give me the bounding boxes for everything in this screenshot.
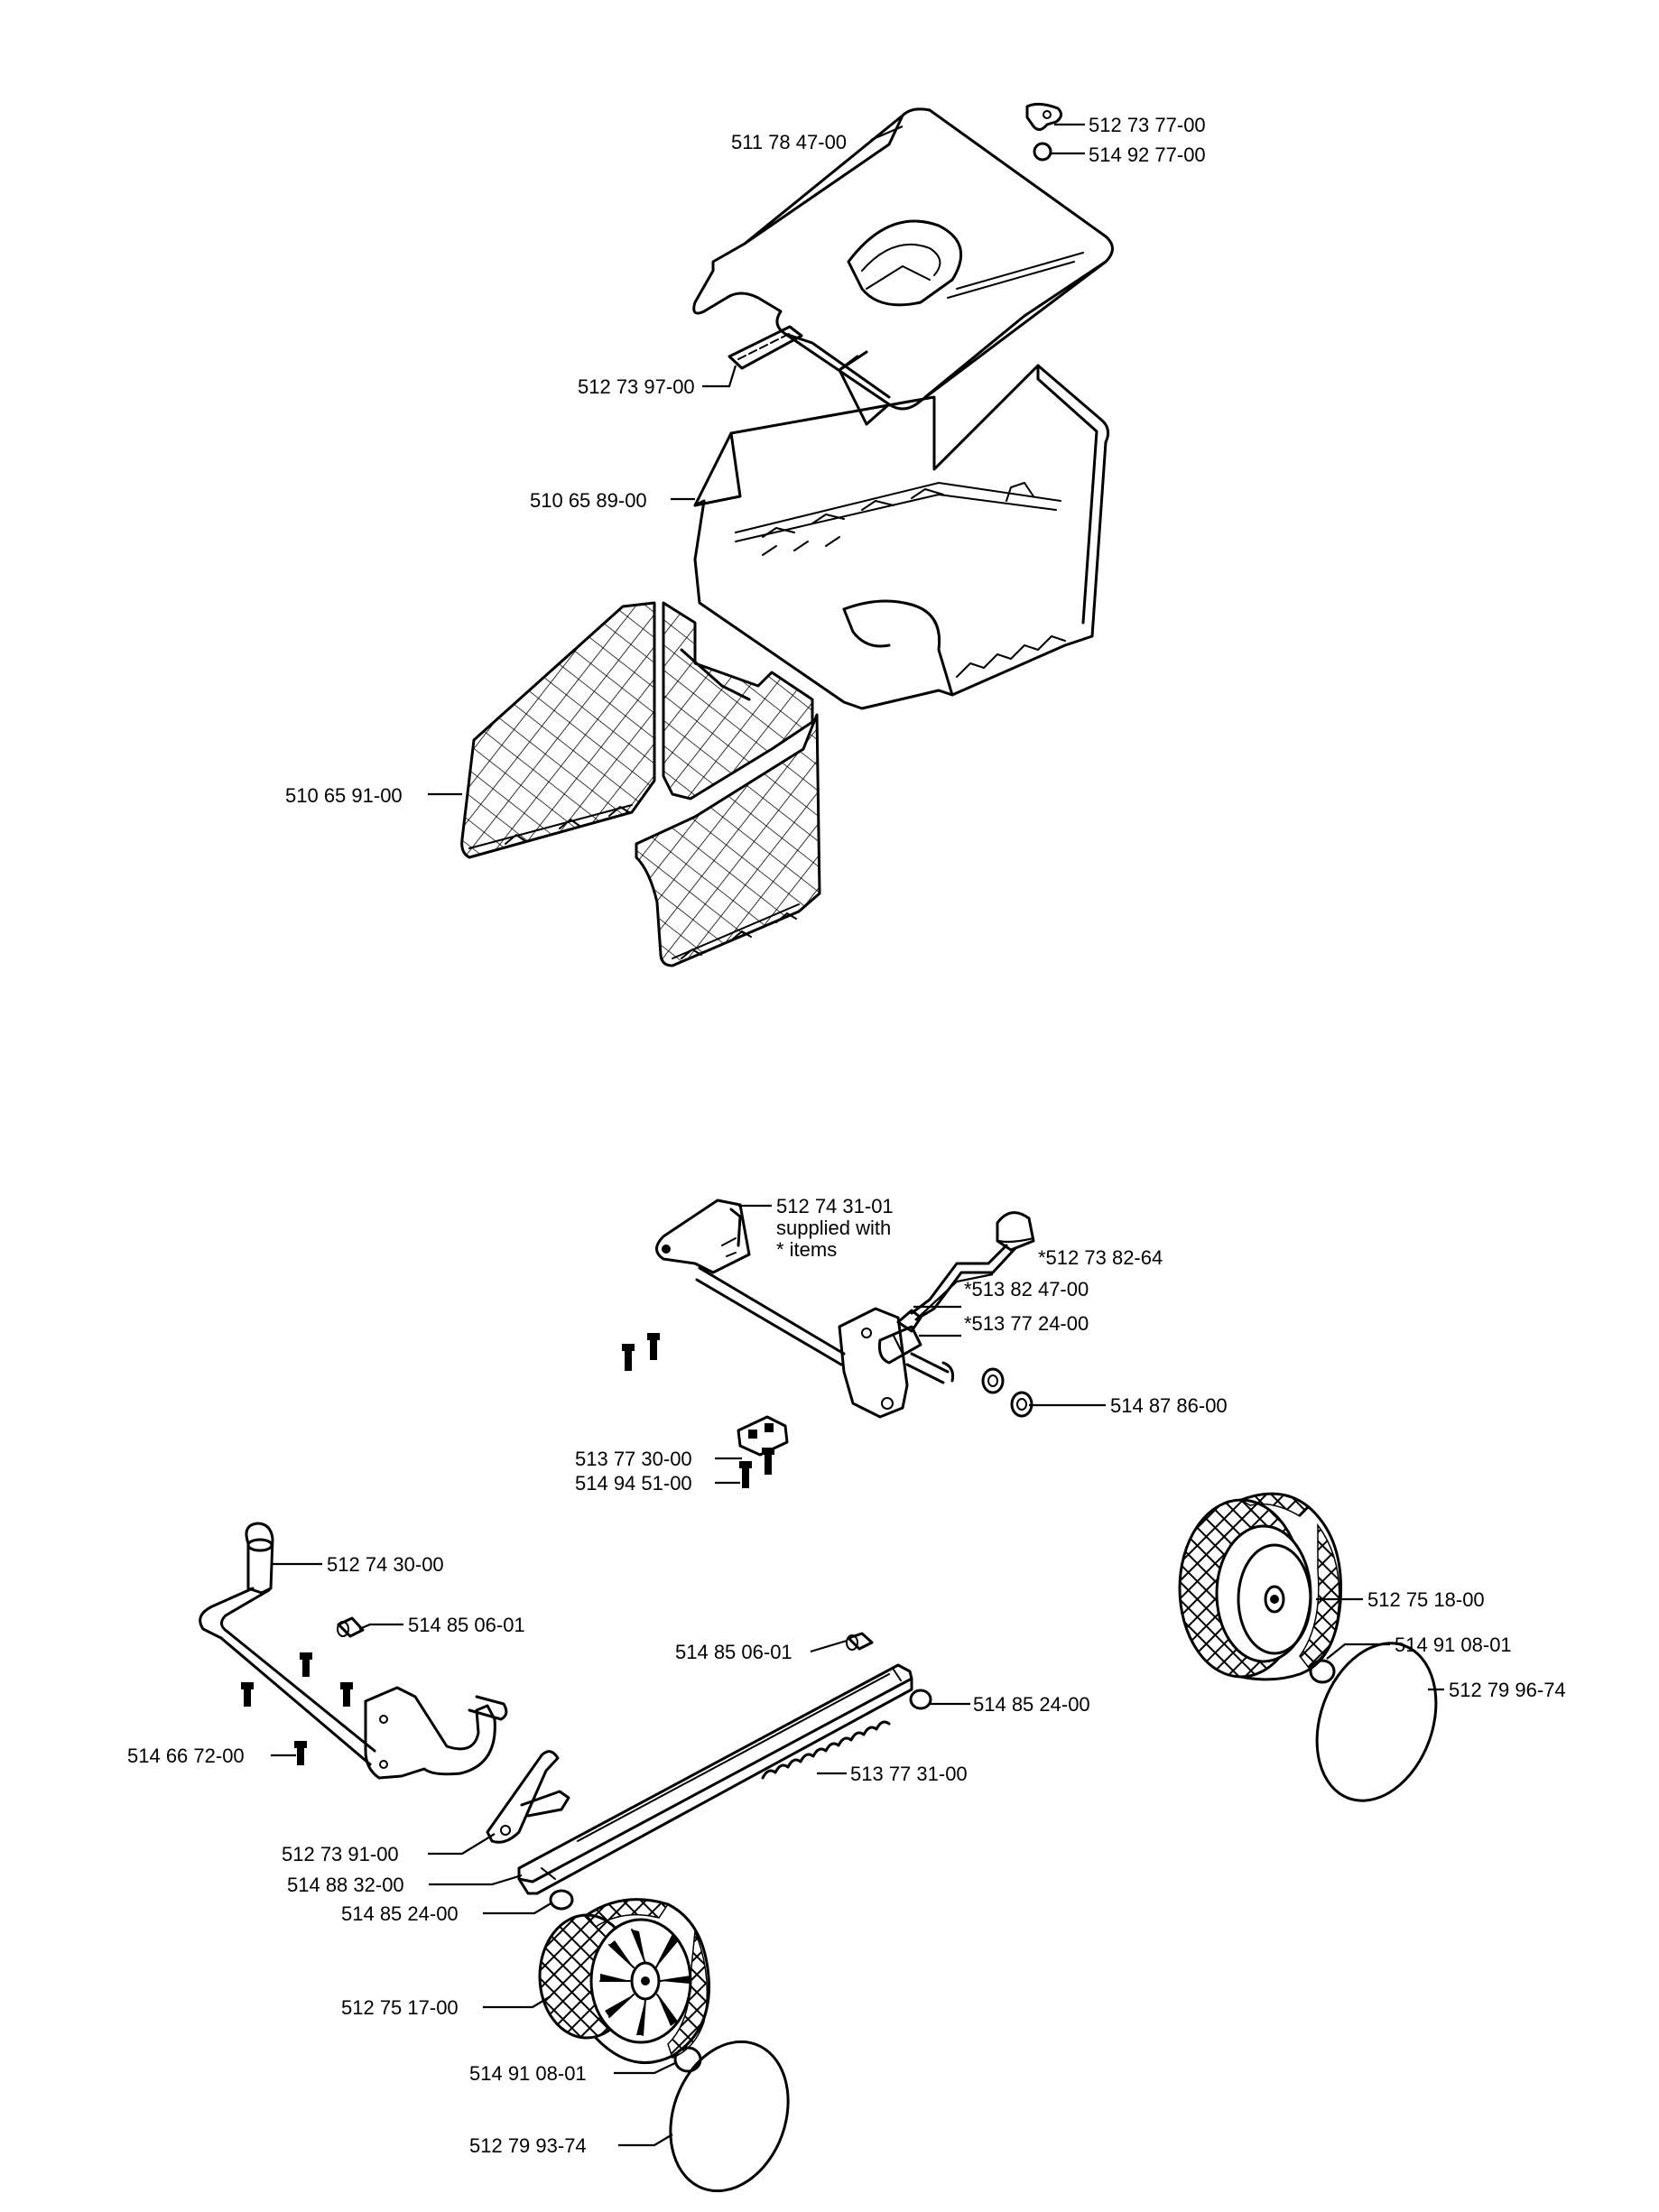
label-lever: *512 73 82-64 (1038, 1246, 1163, 1269)
rear-axle-assembly-drawing (655, 1199, 954, 1419)
label-screw-pair: 514 94 51-00 (575, 1472, 692, 1495)
label-latch: 512 73 97-00 (578, 375, 695, 398)
front-wheel-drawing (538, 1898, 710, 2065)
screw-pair-drawing (739, 1448, 774, 1488)
label-rear-axle-assembly: 512 74 31-01 (776, 1195, 894, 1217)
label-rail: 514 88 32-00 (287, 1874, 404, 1896)
clip-drawing (1025, 102, 1062, 131)
axle-arm-drawing (199, 1522, 508, 1780)
axle-screws-drawing (241, 1652, 353, 1765)
label-rear-hub-washer: 514 91 08-01 (1395, 1634, 1512, 1656)
washer-left-drawing (549, 1889, 574, 1911)
label-washer-right: 514 85 24-00 (973, 1693, 1090, 1716)
label-bracket: 513 77 30-00 (575, 1448, 692, 1470)
label-rear-hubcap: 512 79 96-74 (1449, 1679, 1566, 1701)
label-knob: *513 82 47-00 (964, 1278, 1089, 1300)
part-labels: 511 78 47-00 512 73 77-00 514 92 77-00 5… (127, 114, 1566, 2157)
label-washer-left: 514 85 24-00 (341, 1902, 459, 1925)
label-pin-right: 514 85 06-01 (675, 1641, 792, 1663)
pin-upper-drawing (337, 1616, 365, 1638)
rear-wheel-drawing (1178, 1492, 1343, 1681)
label-starred-items: * items (776, 1238, 837, 1261)
rail-drawing (517, 1663, 913, 1895)
frame-drawing (693, 364, 1110, 710)
washer-drawing (1033, 142, 1052, 162)
label-rear-wheel: 512 75 18-00 (1367, 1588, 1485, 1611)
grass-catcher-group (460, 102, 1114, 967)
front-hubcap-drawing (669, 2040, 790, 2193)
label-spring: 513 77 31-00 (850, 1763, 968, 1785)
label-pin-upper: 514 85 06-01 (408, 1614, 525, 1636)
front-axle-group (199, 1522, 932, 1911)
spring-drawing (761, 1720, 891, 1780)
spring-pin-drawing (878, 1325, 922, 1365)
label-axle-arm: 512 74 30-00 (327, 1553, 444, 1576)
label-top-cover: 511 78 47-00 (731, 131, 847, 153)
label-frame: 510 65 89-00 (530, 489, 647, 512)
wheels-group (538, 1492, 1438, 2193)
label-mesh-panels: 510 65 91-00 (285, 784, 403, 807)
label-clip: 512 73 77-00 (1089, 114, 1206, 136)
label-front-hubcap: 512 79 93-74 (469, 2134, 587, 2157)
label-washer: 514 92 77-00 (1089, 143, 1206, 166)
mesh-panels-drawing (460, 601, 821, 967)
rear-hubcap-drawing (1315, 1642, 1438, 1802)
bushing-pair-drawing (981, 1367, 1033, 1418)
label-axle-screw: 514 66 72-00 (127, 1745, 245, 1767)
washer-right-drawing (909, 1689, 932, 1710)
latch-drawing (728, 325, 803, 370)
label-link: 512 73 91-00 (282, 1843, 399, 1865)
label-front-wheel: 512 75 17-00 (341, 1996, 459, 2019)
label-bushing-pair: 514 87 86-00 (1110, 1394, 1228, 1417)
link-drawing (486, 1750, 570, 1844)
bracket-drawing (737, 1415, 789, 1457)
lever-drawing (910, 1211, 1035, 1321)
loose-screws-drawing (622, 1333, 660, 1371)
top-cover-drawing (692, 107, 1114, 426)
rear-hub-washer-drawing (1309, 1659, 1336, 1684)
front-hub-washer-drawing (673, 2046, 702, 2073)
leader-lines (271, 123, 1444, 2147)
pin-right-drawing (846, 1632, 874, 1651)
height-adjustment-group (622, 1199, 1035, 1488)
label-front-hub-washer: 514 91 08-01 (469, 2062, 587, 2085)
label-spring-pin: *513 77 24-00 (964, 1312, 1089, 1335)
label-supplied-with: supplied with (776, 1217, 891, 1239)
